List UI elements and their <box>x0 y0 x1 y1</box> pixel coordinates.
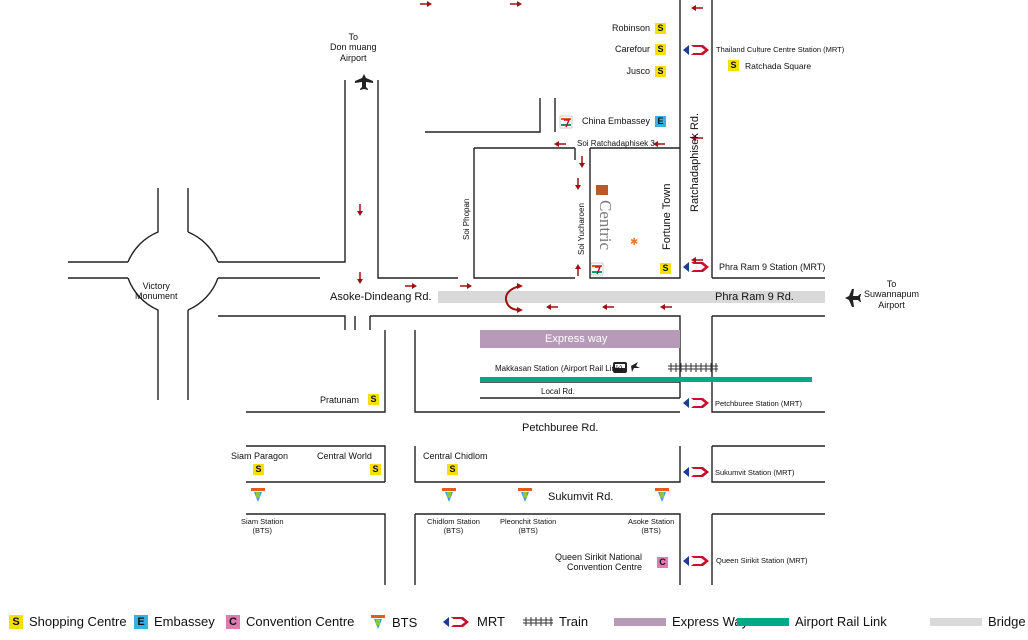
legend-expressway-label: Express Way <box>672 614 749 629</box>
legend-mrt-label: MRT <box>477 614 505 629</box>
central-chidlom-shopping-badge: S <box>447 464 458 475</box>
legend-bridge-swatch <box>930 617 982 626</box>
legend-shopping-label: Shopping Centre <box>29 614 127 629</box>
jusco-label: Jusco <box>626 66 650 76</box>
train-track-icon <box>523 616 553 626</box>
legend-bts: BTS <box>370 614 417 630</box>
china-embassy-label: China Embassey <box>581 116 650 126</box>
asoke-station-label: Asoke Station (BTS) <box>628 517 675 535</box>
robinson-shopping-badge: S <box>655 23 666 34</box>
airport-rail-line <box>480 377 812 382</box>
airplane-icon-north <box>355 74 373 90</box>
legend-shopping-badge: S <box>9 614 23 629</box>
sukumvit-rd-label: Sukumvit Rd. <box>548 491 614 503</box>
phra-ram9-rd-label: Phra Ram 9 Rd. <box>715 291 794 303</box>
legend-airport-rail-swatch <box>737 617 789 626</box>
jusco-shopping-badge: S <box>655 66 666 77</box>
fortune-town-label: Fortune Town <box>661 183 673 250</box>
bts-icon <box>371 615 385 629</box>
sukumvit-station-label: Sukumvit Station (MRT) <box>715 468 795 477</box>
legend-convention-label: Convention Centre <box>246 614 355 629</box>
legend-convention: C Convention Centre <box>226 614 354 629</box>
legend-airport-rail: Airport Rail Link <box>737 614 887 629</box>
pratunam-label: Pratunam <box>320 395 360 405</box>
to-suwannapum-label: To Suwannapum Airport <box>864 279 920 310</box>
carefour-shopping-badge: S <box>655 44 666 55</box>
legend-mrt: MRT <box>443 614 505 629</box>
train-track <box>668 363 718 372</box>
legend-embassy: E Embassey <box>134 614 215 629</box>
victory-monument-roundabout <box>127 188 159 263</box>
centric-logo: Centric ✱ <box>596 185 638 250</box>
china-embassy-badge: E <box>655 116 666 127</box>
mrt-icon <box>443 616 469 627</box>
robinson-label: Robinson <box>611 23 650 33</box>
queen-sirikit-convention-badge: C <box>657 557 668 568</box>
legend-expressway-swatch <box>614 617 666 626</box>
fortune-town-shopping-badge: S <box>660 263 671 274</box>
legend-airport-rail-label: Airport Rail Link <box>795 614 887 629</box>
legend-bts-label: BTS <box>392 614 418 630</box>
central-chidlom-label: Central Chidlom <box>423 451 488 461</box>
legend-convention-badge: C <box>226 614 240 629</box>
siam-paragon-shopping-badge: S <box>253 464 264 475</box>
siam-station-label: Siam Station (BTS) <box>241 517 284 535</box>
legend-bridge: Bridge <box>930 614 1026 629</box>
centric-logo-text: Centric <box>596 200 615 250</box>
queen-sirikit-cc-label: Queen Sirikit National Convention Centre <box>555 552 643 573</box>
ratchada-square-label: Ratchada Square <box>745 61 812 71</box>
local-rd-label: Local Rd. <box>541 387 575 396</box>
thailand-culture-station-label: Thailand Culture Centre Station (MRT) <box>716 45 845 54</box>
petchburee-station-label: Petchburee Station (MRT) <box>715 399 802 408</box>
road-lines <box>68 0 825 585</box>
airport-train-icon <box>613 362 640 373</box>
one-way-arrows <box>357 1 703 313</box>
ratchada-square-shopping-badge: S <box>728 60 739 71</box>
map-legend: S Shopping Centre E Embassey C Conventio… <box>0 604 1028 640</box>
legend-expressway: Express Way <box>614 614 748 629</box>
bts-logos <box>251 488 669 502</box>
legend-shopping: S Shopping Centre <box>9 614 127 629</box>
central-world-label: Central World <box>317 451 372 461</box>
central-world-shopping-badge: S <box>370 464 381 475</box>
victory-monument-label: Victory Monument <box>135 281 178 302</box>
bridge-band <box>438 291 825 303</box>
queen-sirikit-station-label: Queen Sirikit Station (MRT) <box>716 556 808 565</box>
legend-embassy-label: Embassey <box>154 614 215 629</box>
legend-train-label: Train <box>559 614 589 629</box>
carefour-label: Carefour <box>614 44 650 54</box>
asoke-dindaeng-rd-label: Asoke-Dindeang Rd. <box>330 291 432 303</box>
express-way-label: Express way <box>545 333 608 345</box>
petchburee-rd-label: Petchburee Rd. <box>522 422 599 434</box>
ratchadaphisek-rd-label: Ratchadaphisek Rd. <box>689 112 701 212</box>
legend-embassy-badge: E <box>134 614 148 629</box>
legend-bridge-label: Bridge <box>988 614 1026 629</box>
airplane-icon-east <box>845 289 861 307</box>
pleonchit-station-label: Pleonchit Station (BTS) <box>500 517 557 535</box>
phra-ram9-station-label: Phra Ram 9 Station (MRT) <box>719 262 826 272</box>
legend-train: Train <box>523 614 588 629</box>
centric-star-icon: ✱ <box>630 237 638 248</box>
expressway-band <box>480 330 680 348</box>
siam-paragon-label: Siam Paragon <box>231 451 289 461</box>
pratunam-shopping-badge: S <box>368 394 379 405</box>
soi-ratchadaphisek3-label: Soi Ratchadaphisek 3 <box>577 139 655 148</box>
soi-phopan-label: Soi Phopan <box>462 198 471 240</box>
seven-eleven-logos <box>559 115 604 276</box>
mrt-logos <box>683 45 709 566</box>
soi-yucharoen-label: Soi Yucharoen <box>577 203 586 255</box>
makkasan-station-label: Makkasan Station (Airport Rail Link) <box>495 364 623 373</box>
to-don-muang-label: To Don muang Airport <box>330 32 377 63</box>
chidlom-station-label: Chidlom Station (BTS) <box>427 517 480 535</box>
